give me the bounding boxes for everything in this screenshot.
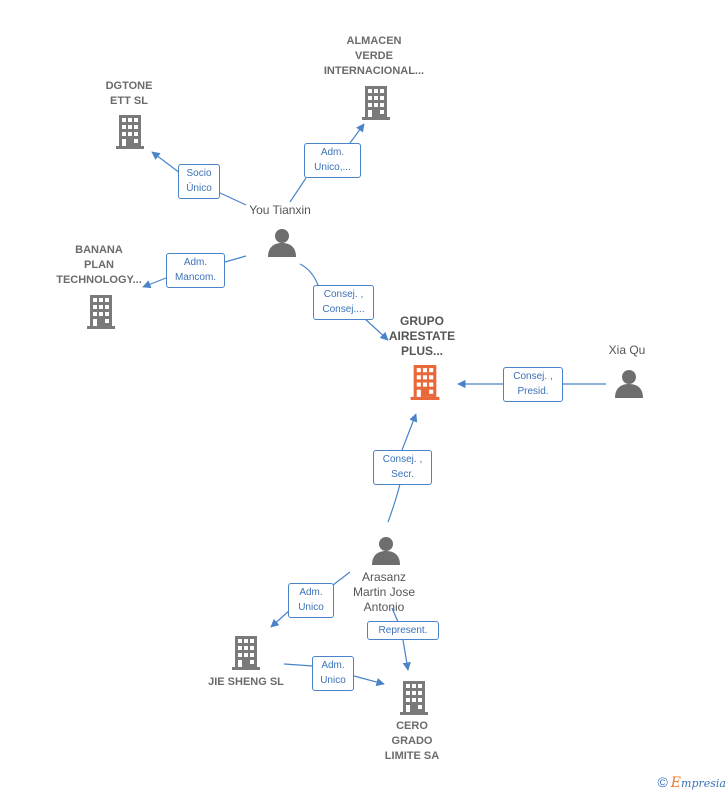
- grupo-building-icon[interactable]: [410, 365, 440, 400]
- edge-line-socio-unico: [152, 152, 247, 206]
- edge-label-represent[interactable]: Represent.: [367, 621, 439, 640]
- jie-sheng-label[interactable]: JIE SHENG SL: [208, 676, 284, 688]
- edge-line-adm-mancom: [143, 255, 247, 287]
- edge-label-adm-unico-cero[interactable]: Adm. Unico: [312, 656, 354, 691]
- edge-line-consej-consej: [299, 263, 388, 340]
- jie-sheng-building-icon[interactable]: [232, 636, 260, 670]
- edge-label-consej-presid[interactable]: Consej. , Presid.: [503, 367, 563, 402]
- copyright-icon: ©: [657, 774, 668, 790]
- brand-name: mpresia: [681, 777, 726, 790]
- xia-qu-label[interactable]: Xia Qu: [608, 343, 646, 357]
- banana-label[interactable]: BANANA PLAN TECHNOLOGY...: [56, 244, 142, 286]
- you-tianxin-label[interactable]: You Tianxin: [249, 203, 311, 217]
- edge-label-adm-mancom[interactable]: Adm. Mancom.: [166, 253, 225, 288]
- grupo-label[interactable]: GRUPO AIRESTATE PLUS...: [388, 314, 456, 358]
- almacen-building-icon[interactable]: [362, 86, 390, 120]
- cero-grado-label[interactable]: CERO GRADO LIMITE SA: [384, 720, 440, 762]
- edge-label-adm-unico-jie[interactable]: Adm. Unico: [288, 583, 334, 618]
- edge-line-adm-unico-jie: [271, 571, 351, 627]
- empresia-watermark: ©Empresia: [657, 774, 726, 791]
- edge-label-socio-unico[interactable]: Socio Único: [178, 164, 220, 199]
- arasanz-label[interactable]: Arasanz Martin Jose Antonio: [352, 570, 416, 614]
- almacen-label[interactable]: ALMACEN VERDE INTERNACIONAL...: [323, 35, 425, 77]
- arasanz-person-icon[interactable]: [372, 537, 400, 565]
- edge-label-consej-consej[interactable]: Consej. , Consej....: [313, 285, 374, 320]
- edge-line-consej-secr: [387, 414, 416, 523]
- xia-qu-person-icon[interactable]: [615, 370, 643, 398]
- dgtone-building-icon[interactable]: [116, 115, 144, 149]
- brand-initial: E: [670, 775, 682, 791]
- edge-line-represent: [391, 607, 408, 670]
- cero-grado-building-icon[interactable]: [400, 681, 428, 715]
- edge-label-adm-unico-almacen[interactable]: Adm. Unico,...: [304, 143, 361, 178]
- edge-line-adm-unico-cero: [283, 663, 384, 684]
- banana-building-icon[interactable]: [87, 295, 115, 329]
- you-tianxin-person-icon[interactable]: [268, 229, 296, 257]
- edge-line-adm-unico-almacen: [289, 124, 364, 203]
- edge-label-consej-secr[interactable]: Consej. , Secr.: [373, 450, 432, 485]
- dgtone-label[interactable]: DGTONE ETT SL: [105, 80, 153, 107]
